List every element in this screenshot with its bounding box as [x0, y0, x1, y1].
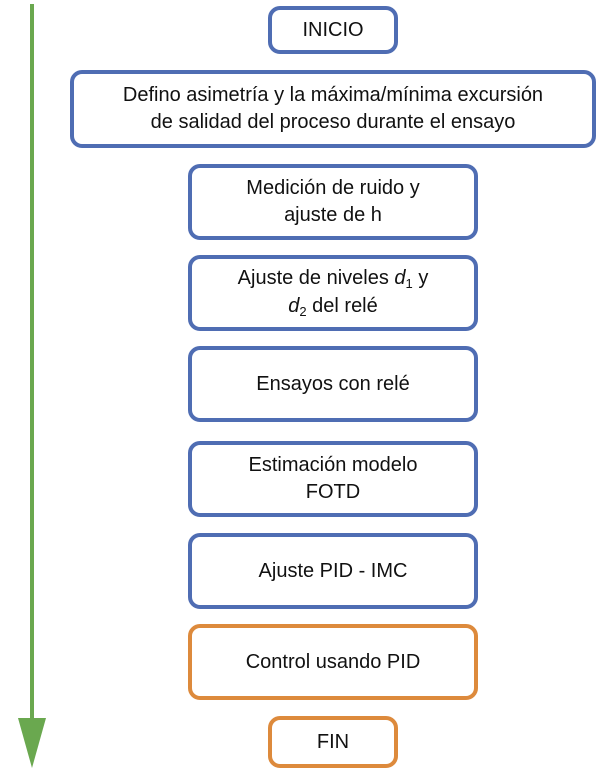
step-relay-levels: Ajuste de niveles d1 y d2 del relé	[188, 255, 478, 331]
levels-y: y	[418, 267, 429, 290]
end-label: FIN	[316, 730, 350, 753]
levels-d1: d	[394, 267, 406, 290]
step-noise-line2: ajuste de h	[284, 204, 382, 226]
flow-arrow-head	[18, 718, 46, 768]
step-levels-line1: Ajuste de niveles d1 y	[238, 265, 429, 293]
step-tests-label: Ensayos con relé	[256, 372, 410, 395]
start-box: INICIO	[268, 6, 398, 54]
levels-sub2: 2	[299, 304, 307, 319]
flow-arrow	[18, 4, 46, 768]
step-define-line1: Defino asimetría y la máxima/mínima excu…	[122, 84, 544, 106]
start-label: INICIO	[302, 18, 364, 41]
levels-d2: d	[288, 295, 300, 317]
step-noise-measurement: Medición de ruido y ajuste de h	[188, 164, 478, 240]
levels-text: Ajuste de niveles	[237, 267, 389, 290]
levels-sub1: 1	[405, 276, 413, 292]
step-pid-tuning: Ajuste PID - IMC	[188, 533, 478, 609]
step-define-asymmetry: Defino asimetría y la máxima/mínima excu…	[70, 70, 596, 148]
step-define-line2: de salidad del proceso durante el ensayo	[150, 111, 516, 133]
levels-post: del relé	[312, 295, 378, 317]
step-pid-control: Control usando PID	[188, 624, 478, 700]
step-pid-control-label: Control usando PID	[245, 650, 421, 673]
step-noise-line1: Medición de ruido y	[246, 177, 420, 199]
step-estimation-line2: FOTD	[305, 481, 361, 503]
step-model-estimation: Estimación modelo FOTD	[188, 441, 478, 517]
step-levels-line2: d2 del relé	[238, 293, 429, 321]
step-pid-tuning-label: Ajuste PID - IMC	[258, 559, 408, 582]
end-box: FIN	[268, 716, 398, 768]
step-relay-tests: Ensayos con relé	[188, 346, 478, 422]
step-estimation-line1: Estimación modelo	[248, 454, 418, 476]
